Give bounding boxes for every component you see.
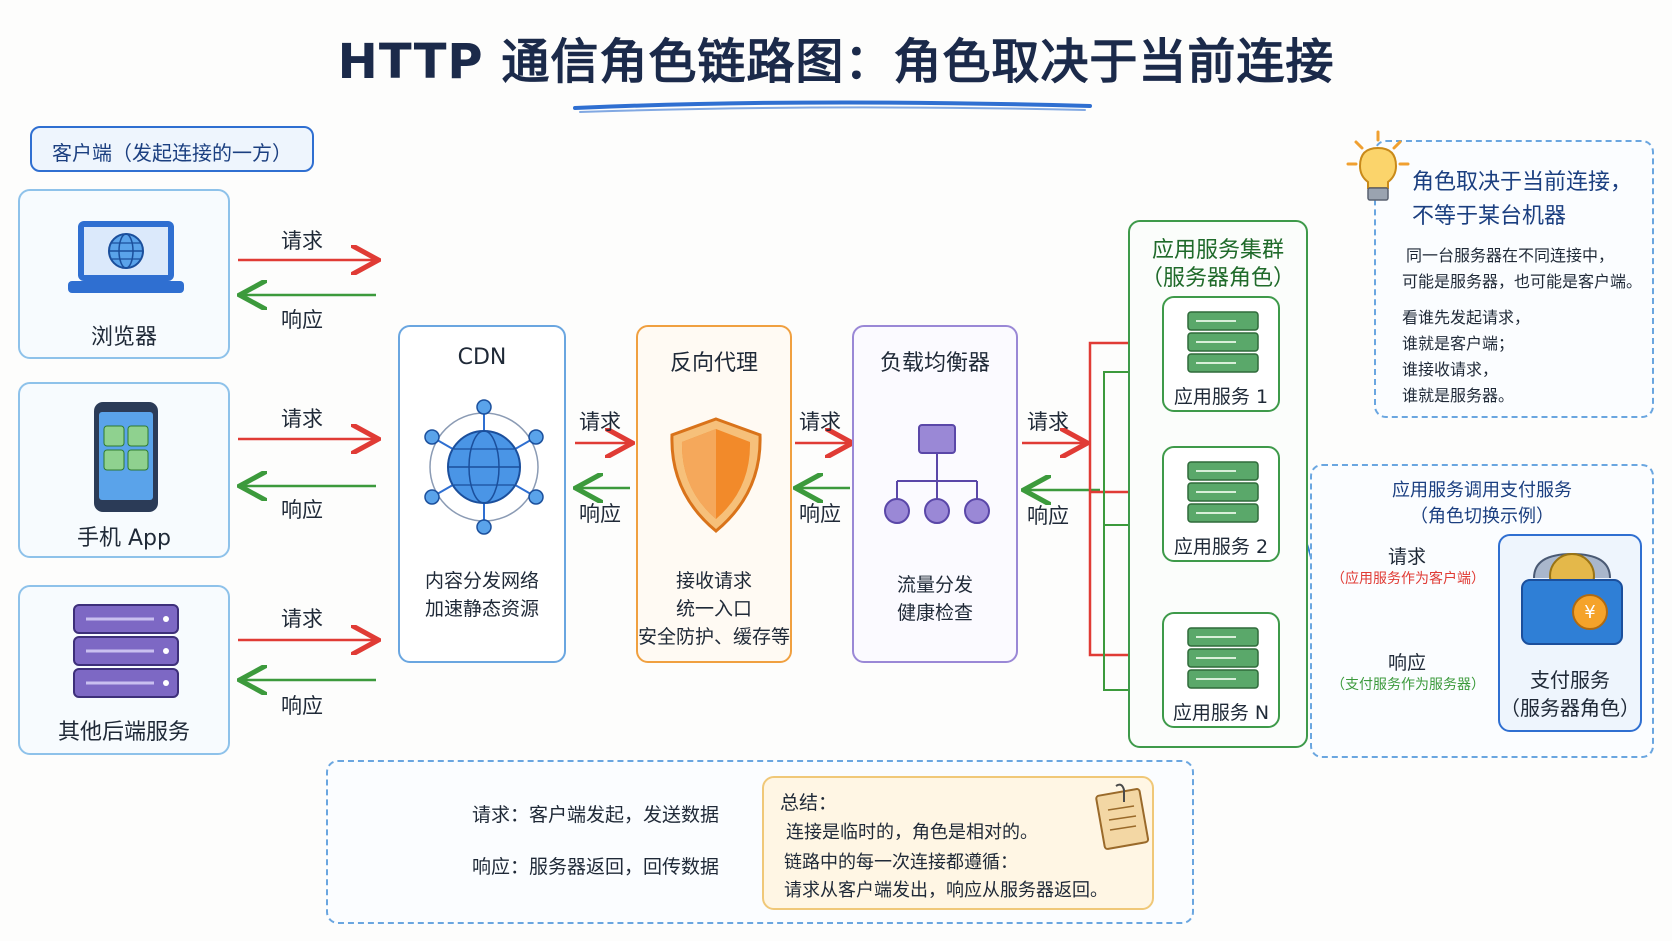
tip-box: 角色取决于当前连接， 不等于某台机器 同一台服务器在不同连接中， 可能是服务器，… (1374, 140, 1654, 418)
payment-title: 应用服务调用支付服务 (1392, 480, 1572, 501)
cdn-title: CDN (457, 345, 507, 370)
proxy-title: 反向代理 (669, 351, 758, 376)
client-mobile-app: 手机 App (18, 382, 230, 558)
lb-desc-1: 流量分发 (896, 574, 973, 596)
payment-response-note: （支付服务作为服务器） (1331, 677, 1485, 693)
server-icon (1187, 461, 1259, 523)
response-label: 响应 (1027, 504, 1069, 528)
proxy-desc-1: 接收请求 (675, 570, 752, 592)
tip-heading-1: 角色取决于当前连接， (1412, 170, 1633, 195)
tip-text: 谁接收请求， (1402, 360, 1499, 379)
server-stack-icon (73, 604, 179, 698)
lb-title: 负载均衡器 (879, 351, 990, 376)
app-node-label: 应用服务 N (1172, 702, 1270, 724)
summary-line: 链路中的每一次连接都遵循： (784, 852, 1018, 873)
response-label: 响应 (579, 502, 621, 526)
client-backend-service: 其他后端服务 (18, 585, 230, 755)
request-label: 请求 (799, 410, 841, 434)
payment-service-node: ¥ 支付服务 （服务器角色） (1498, 534, 1642, 732)
payment-subtitle: （角色切换示例） (1410, 506, 1554, 527)
request-label: 请求 (579, 410, 621, 434)
app-node-1: 应用服务 1 (1162, 296, 1280, 412)
proxy-desc-2: 统一入口 (675, 598, 752, 620)
cluster-subtitle: （服务器角色） (1140, 266, 1295, 291)
response-label: 响应 (799, 502, 841, 526)
app-node-label: 应用服务 2 (1173, 536, 1269, 558)
tip-text: 同一台服务器在不同连接中， (1406, 246, 1615, 265)
payment-service-role: （服务器角色） (1500, 696, 1640, 720)
svg-text:¥: ¥ (1584, 602, 1595, 623)
request-label: 请求 (1027, 410, 1069, 434)
cdn-node: CDN 内容分发网络 加速静态资源 (398, 325, 566, 663)
cluster-title: 应用服务集群 (1151, 238, 1284, 263)
client-label: 其他后端服务 (57, 720, 190, 745)
legend-response: 响应：服务器返回，回传数据 (472, 856, 720, 878)
payment-request-label: 请求 (1387, 546, 1426, 568)
payment-service-name: 支付服务 (1530, 668, 1610, 692)
reverse-proxy-node: 反向代理 接收请求 统一入口 安全防护、缓存等 (636, 325, 792, 663)
hierarchy-icon (884, 424, 990, 524)
request-label: 请求 (281, 607, 323, 631)
legend-request: 请求：客户端发起，发送数据 (472, 804, 720, 826)
app-node-n: 应用服务 N (1162, 612, 1280, 728)
notepad-icon (1095, 783, 1150, 850)
tip-text: 看谁先发起请求， (1402, 308, 1531, 327)
app-node-label: 应用服务 1 (1173, 386, 1269, 408)
lightbulb-icon (1346, 130, 1410, 201)
request-label: 请求 (281, 229, 323, 253)
tip-text: 可能是服务器，也可能是客户端。 (1402, 272, 1643, 291)
summary-line: 连接是临时的，角色是相对的。 (786, 822, 1038, 843)
tip-text: 谁就是服务器。 (1402, 386, 1515, 405)
payment-request-note: （应用服务作为客户端） (1331, 571, 1485, 587)
tip-text: 谁就是客户端； (1402, 334, 1515, 353)
server-icon (1187, 311, 1259, 373)
client-group-label: 客户端（发起连接的一方） (30, 126, 314, 172)
response-label: 响应 (281, 498, 323, 522)
tip-heading-2: 不等于某台机器 (1412, 204, 1567, 229)
shield-icon (670, 417, 762, 533)
app-node-2: 应用服务 2 (1162, 446, 1280, 562)
laptop-globe-icon (68, 221, 184, 293)
response-label: 响应 (281, 308, 323, 332)
wallet-yen-icon: ¥ (1521, 552, 1623, 645)
summary-title: 总结： (780, 792, 838, 814)
client-browser: 浏览器 (18, 189, 230, 359)
cdn-desc-1: 内容分发网络 (424, 570, 539, 592)
client-label: 浏览器 (90, 325, 157, 350)
lb-desc-2: 健康检查 (896, 602, 973, 624)
request-label: 请求 (281, 407, 323, 431)
proxy-desc-3: 安全防护、缓存等 (637, 626, 790, 648)
load-balancer-node: 负载均衡器 流量分发 健康检查 (852, 325, 1018, 663)
network-globe-icon (424, 399, 544, 535)
payment-response-label: 响应 (1387, 652, 1426, 674)
page-title: HTTP 通信角色链路图：角色取决于当前连接 (337, 34, 1335, 90)
smartphone-icon (94, 402, 158, 512)
summary-box: 总结： 连接是临时的，角色是相对的。 链路中的每一次连接都遵循： 请求从客户端发… (762, 776, 1154, 910)
cdn-desc-2: 加速静态资源 (424, 598, 539, 620)
response-label: 响应 (281, 694, 323, 718)
summary-line: 请求从客户端发出，响应从服务器返回。 (784, 880, 1108, 901)
client-label: 手机 App (77, 526, 171, 551)
server-icon (1187, 627, 1259, 689)
